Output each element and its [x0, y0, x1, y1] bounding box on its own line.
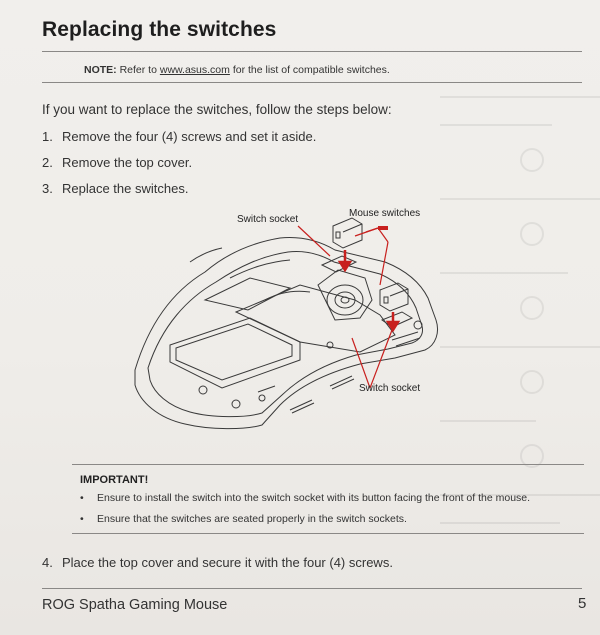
- important-bottom-rule: [72, 533, 584, 534]
- step-number: 2.: [42, 155, 53, 170]
- asus-link[interactable]: www.asus.com: [159, 64, 230, 76]
- bullet-text: Ensure that the switches are seated prop…: [97, 513, 407, 525]
- step-4: 4. Place the top cover and secure it with…: [42, 555, 393, 570]
- bullet-dot: •: [80, 492, 84, 504]
- note-text: NOTE: Refer to www.asus.com for the list…: [84, 64, 390, 76]
- page-number: 5: [578, 595, 587, 612]
- switch-socket-top: [320, 255, 358, 273]
- bullet-text: Ensure to install the switch into the sw…: [97, 492, 531, 504]
- step-2: 2. Remove the top cover.: [42, 155, 192, 170]
- important-top-rule: [72, 464, 584, 465]
- callout-mouse-switch-3: [379, 241, 389, 286]
- mouse-switch-right: [379, 282, 409, 312]
- step-number: 4.: [42, 555, 53, 570]
- battery-chamber: [169, 317, 301, 389]
- note-rule: [42, 82, 582, 83]
- mouse-switch-top: [332, 217, 363, 249]
- step-3: 3. Replace the switches.: [42, 181, 188, 196]
- note-label: NOTE:: [84, 64, 117, 76]
- circuit-board: [234, 284, 396, 353]
- mouse-shell-outline: [134, 237, 439, 430]
- label-switch-socket-top: Switch socket: [237, 214, 299, 225]
- important-bullet-2: • Ensure that the switches are seated pro…: [80, 513, 407, 525]
- step-number: 1.: [42, 129, 53, 144]
- important-title: IMPORTANT!: [80, 474, 149, 486]
- footer-product-name: ROG Spatha Gaming Mouse: [42, 597, 228, 613]
- step-text: Remove the four (4) screws and set it as…: [62, 129, 317, 144]
- step-text: Remove the top cover.: [62, 155, 193, 170]
- step-text: Place the top cover and secure it with t…: [62, 555, 393, 570]
- footer-rule: [42, 588, 582, 589]
- important-bullet-1: • Ensure to install the switch into the s…: [80, 492, 530, 504]
- step-text: Replace the switches.: [62, 181, 189, 196]
- page-title: Replacing the switches: [42, 18, 277, 41]
- label-mouse-switches: Mouse switches: [349, 208, 421, 219]
- callout-node: [378, 226, 388, 230]
- step-number: 3.: [42, 181, 53, 196]
- intro-text: If you want to replace the switches, fol…: [42, 102, 392, 117]
- note-after-link: for the list of compatible switches.: [232, 64, 390, 76]
- callout-switch-socket-bottom: [351, 337, 371, 389]
- callout-switch-socket-top: [297, 225, 331, 257]
- scroll-wheel: [326, 284, 364, 316]
- bullet-dot: •: [80, 513, 84, 525]
- note-before-link: Refer to: [119, 64, 157, 76]
- callout-mouse-switch-2: [377, 227, 389, 243]
- label-switch-socket-bottom: Switch socket: [359, 383, 421, 394]
- step-1: 1. Remove the four (4) screws and set it …: [42, 129, 316, 144]
- bleed-through-text: [440, 70, 600, 610]
- title-rule: [42, 51, 582, 52]
- mouse-diagram: [134, 217, 439, 430]
